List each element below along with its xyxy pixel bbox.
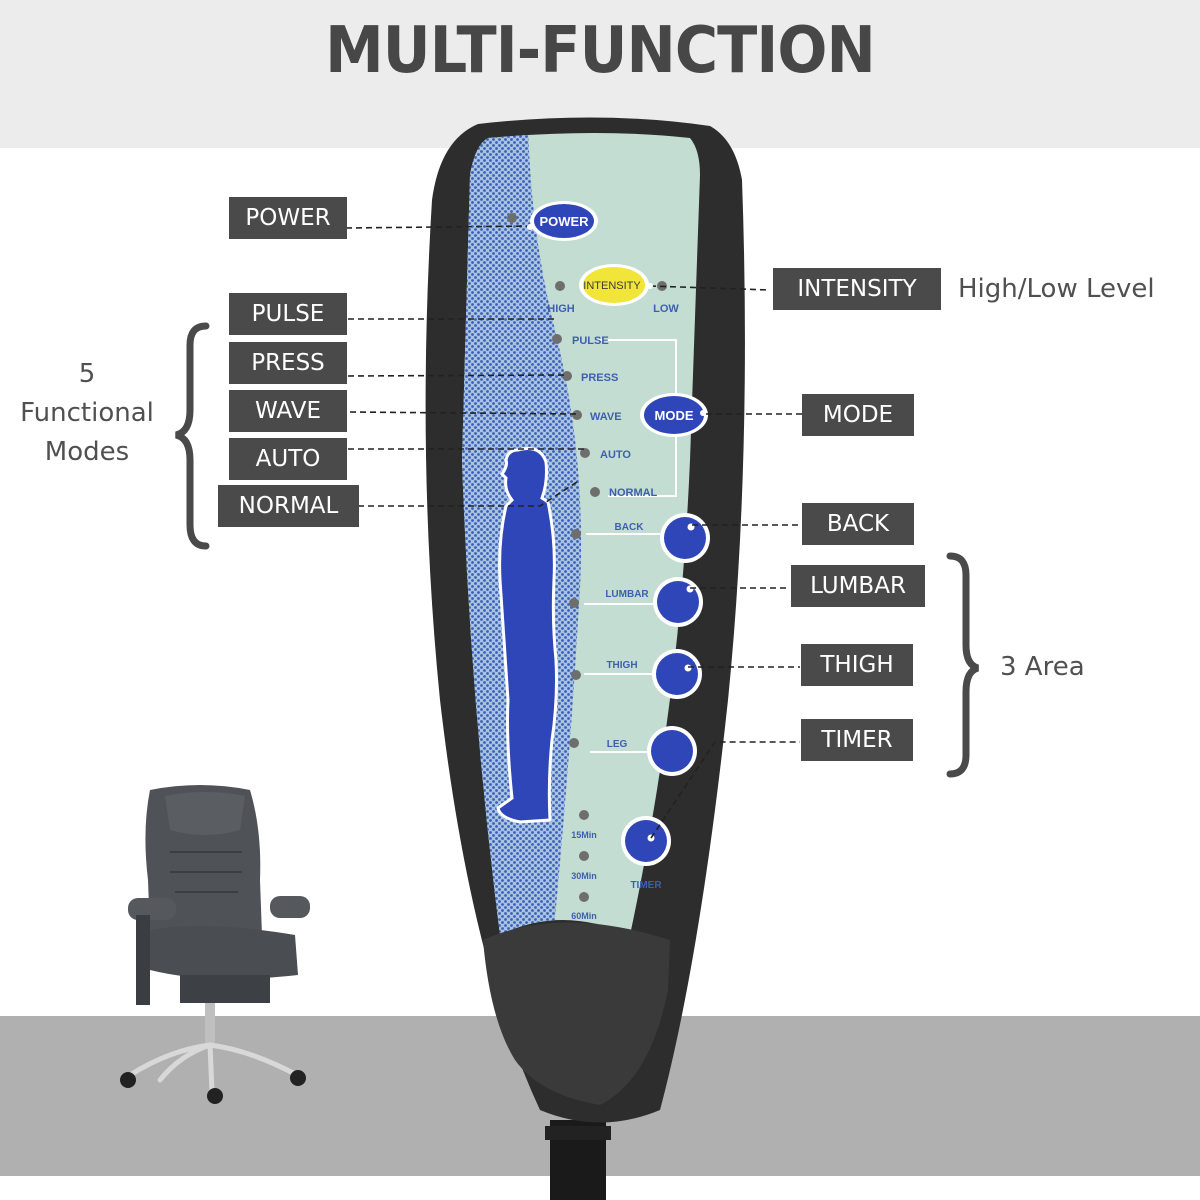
power-button-label: POWER bbox=[539, 214, 589, 229]
power-led bbox=[507, 213, 517, 223]
back-panel-label: BACK bbox=[615, 522, 645, 533]
pulse-led bbox=[552, 334, 562, 344]
timer-panel-label: TIMER bbox=[630, 880, 662, 891]
areas-brace bbox=[946, 552, 980, 778]
auto-led bbox=[580, 448, 590, 458]
intensity-button[interactable]: INTENSITY bbox=[579, 264, 649, 306]
lumbar-panel-label: LUMBAR bbox=[605, 589, 649, 600]
press-led bbox=[562, 371, 572, 381]
low-label: LOW bbox=[653, 303, 679, 315]
high-led bbox=[555, 281, 565, 291]
human-silhouette-icon bbox=[496, 447, 558, 824]
back-led bbox=[571, 529, 581, 539]
functional-modes-note: 5 Functional Modes bbox=[4, 355, 170, 472]
mode-callout-label: MODE bbox=[802, 394, 914, 436]
cord bbox=[545, 1120, 611, 1200]
modes-count: 5 bbox=[78, 359, 96, 389]
wave-panel-label: WAVE bbox=[590, 411, 622, 423]
thigh-panel-label: THIGH bbox=[606, 660, 637, 671]
lumbar-button[interactable] bbox=[653, 577, 703, 627]
lumbar-led bbox=[569, 598, 579, 608]
normal-led bbox=[590, 487, 600, 497]
lumbar-callout-label: LUMBAR bbox=[791, 565, 925, 607]
mode-bracket-line bbox=[596, 339, 677, 497]
remote-bottom-cap bbox=[483, 922, 670, 1105]
timer-30-label: 30Min bbox=[571, 871, 597, 881]
intensity-button-label: INTENSITY bbox=[583, 280, 641, 292]
power-callout-label: POWER bbox=[229, 197, 347, 239]
press-callout-label: PRESS bbox=[229, 342, 347, 384]
auto-panel-label: AUTO bbox=[600, 449, 631, 461]
leg-button[interactable] bbox=[647, 726, 697, 776]
area-connector-lines bbox=[584, 533, 660, 753]
back-callout-label: BACK bbox=[802, 503, 914, 545]
pulse-panel-label: PULSE bbox=[572, 335, 609, 347]
auto-callout-label: AUTO bbox=[229, 438, 347, 480]
timer-button[interactable] bbox=[621, 816, 671, 866]
modes-brace bbox=[174, 322, 210, 550]
modes-word-modes: Modes bbox=[44, 437, 130, 467]
page-title: MULTI-FUNCTION bbox=[325, 14, 876, 88]
high-label: HIGH bbox=[547, 303, 575, 315]
indicator-leds bbox=[507, 213, 667, 902]
thigh-led bbox=[571, 670, 581, 680]
leg-panel-label: LEG bbox=[607, 739, 628, 750]
back-button[interactable] bbox=[660, 513, 710, 563]
thigh-button[interactable] bbox=[652, 649, 702, 699]
mode-button[interactable]: MODE bbox=[640, 393, 708, 437]
area-note: 3 Area bbox=[1000, 652, 1085, 682]
normal-callout-label: NORMAL bbox=[218, 485, 359, 527]
timer-60-label: 60Min bbox=[571, 911, 597, 921]
power-button[interactable]: POWER bbox=[530, 201, 598, 241]
timer-callout-label: TIMER bbox=[801, 719, 913, 761]
wave-callout-label: WAVE bbox=[229, 390, 347, 432]
intensity-level-note: High/Low Level bbox=[958, 274, 1155, 304]
massage-chair-image bbox=[120, 785, 310, 1104]
press-panel-label: PRESS bbox=[581, 372, 618, 384]
modes-word-functional: Functional bbox=[20, 398, 154, 428]
intensity-callout-label: INTENSITY bbox=[773, 268, 941, 310]
timer-60-led bbox=[579, 892, 589, 902]
leader-endpoints bbox=[527, 224, 706, 416]
leader-lines bbox=[345, 225, 802, 839]
timer-15-led bbox=[579, 810, 589, 820]
pulse-callout-label: PULSE bbox=[229, 293, 347, 335]
timer-30-led bbox=[579, 851, 589, 861]
thigh-callout-label: THIGH bbox=[801, 644, 913, 686]
wave-led bbox=[572, 410, 582, 420]
timer-15-label: 15Min bbox=[571, 830, 597, 840]
normal-panel-label: NORMAL bbox=[609, 487, 658, 499]
mode-button-label: MODE bbox=[655, 408, 694, 423]
leg-led bbox=[569, 738, 579, 748]
